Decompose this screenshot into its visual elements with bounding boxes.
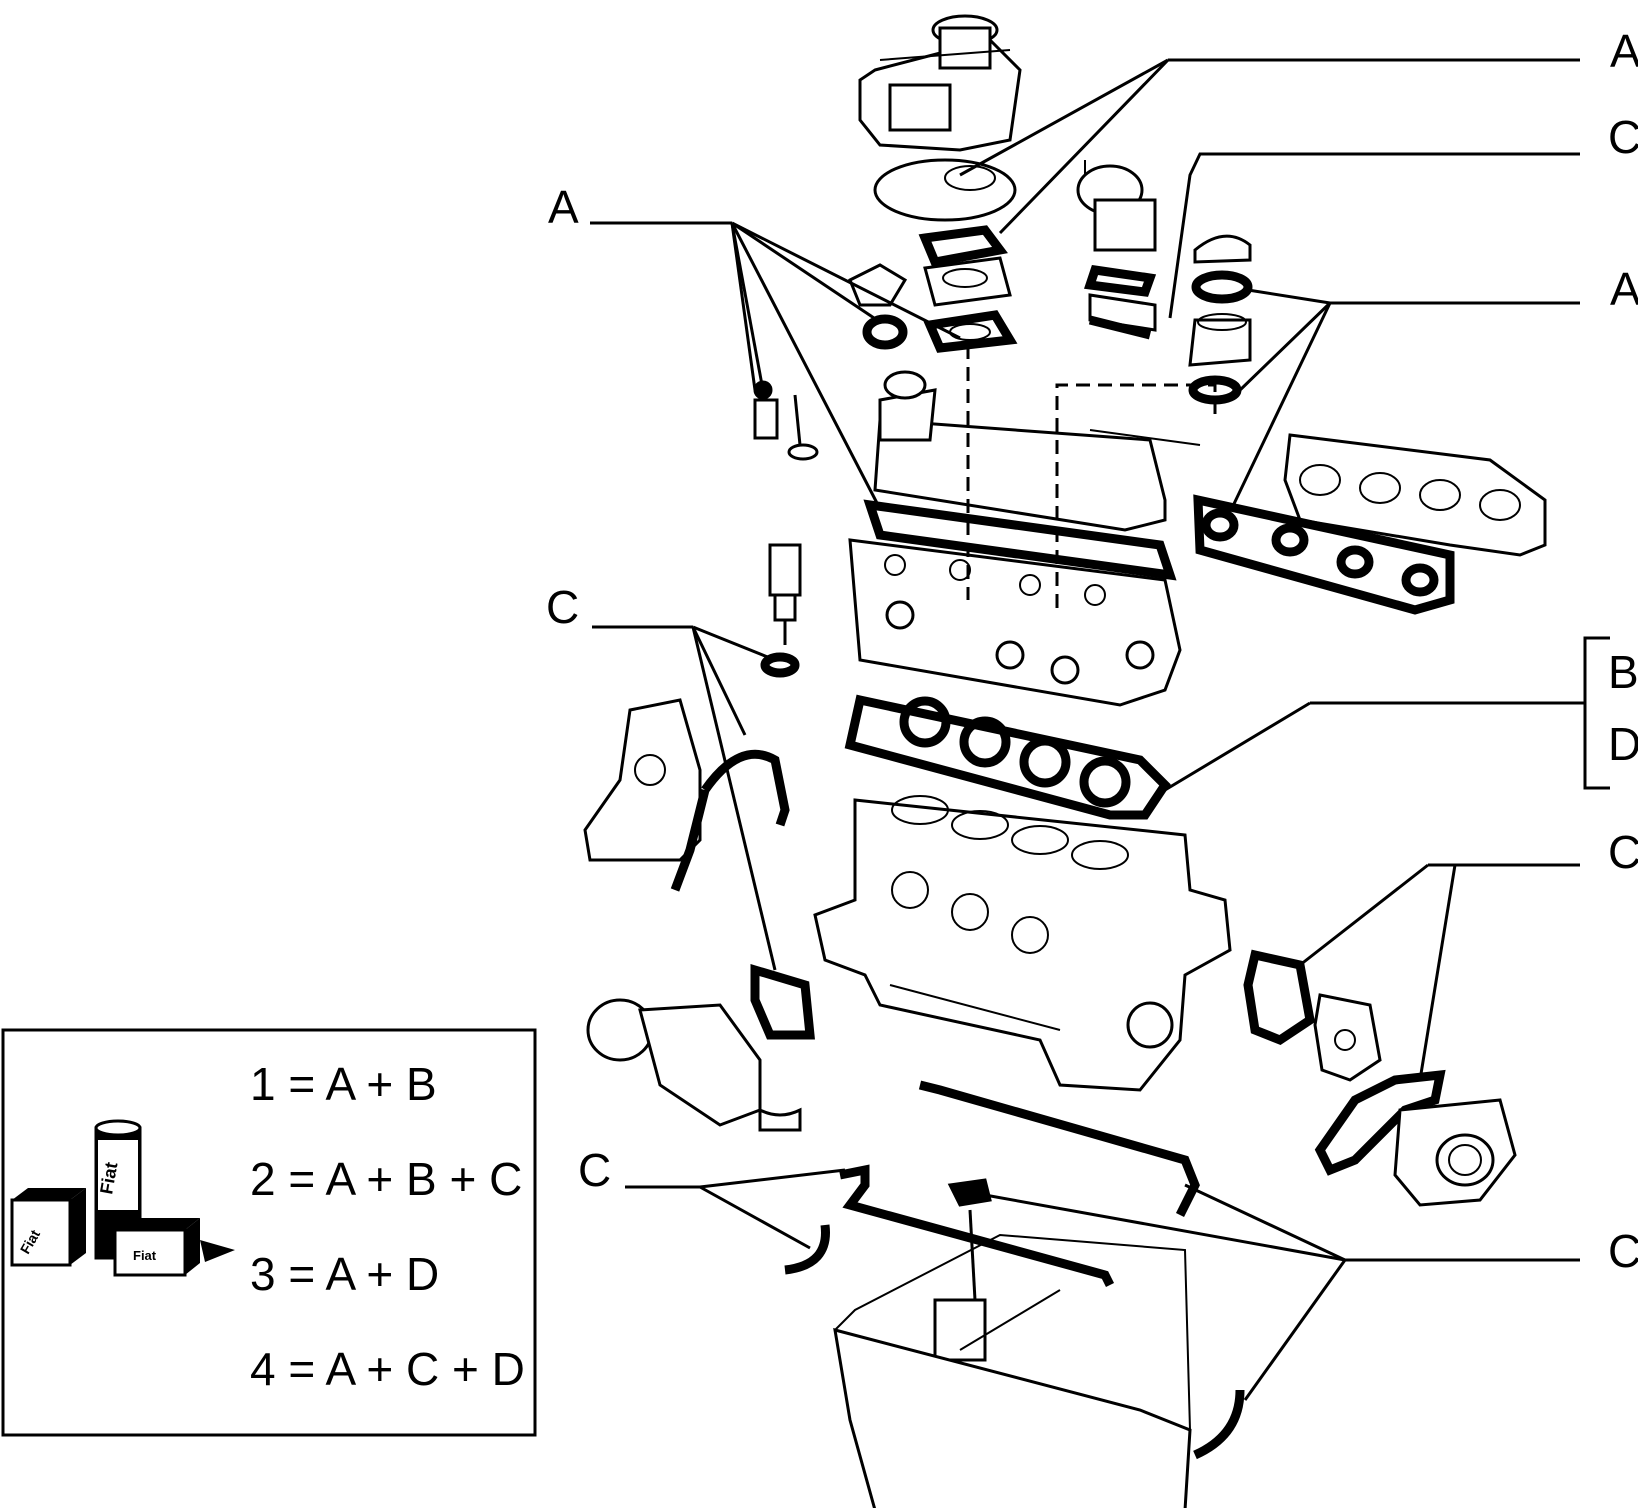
air-filter-gasket bbox=[873, 158, 1017, 222]
fiat-logo-box-right: Fiat bbox=[133, 1248, 157, 1263]
breather-seal-ring bbox=[862, 314, 908, 350]
callout-labels: A C A A C B D C C C bbox=[546, 25, 1638, 1277]
intake-spacer-gasket bbox=[923, 310, 1018, 353]
exhaust-manifold bbox=[1283, 433, 1547, 557]
carb-spacer-gasket bbox=[918, 225, 1008, 268]
callout-c-left-mid: C bbox=[546, 581, 579, 633]
timing-cover-gasket bbox=[670, 749, 790, 892]
callout-d-bracket: D bbox=[1608, 718, 1638, 770]
cylinder-head bbox=[848, 538, 1182, 707]
leader-lines bbox=[590, 58, 1610, 1401]
crank-seal-half-left bbox=[784, 1224, 830, 1275]
legend-box: Fiat Fiat Fiat 1 = A + B 2 = A + B + C 3… bbox=[1, 1028, 537, 1437]
callout-a-top-right: A bbox=[1610, 25, 1638, 77]
intake-spacer bbox=[923, 256, 1012, 307]
crank-seal-half-right bbox=[1193, 1389, 1245, 1460]
fuel-pump-gasket bbox=[1083, 265, 1157, 297]
callout-c-top-right: C bbox=[1608, 111, 1638, 163]
valve-cover-gasket bbox=[863, 499, 1177, 581]
oil-pan-gasket-left bbox=[839, 1164, 1115, 1288]
fuel-pump-spacer bbox=[1088, 293, 1157, 340]
oil-pan-gasket-right bbox=[918, 1080, 1200, 1218]
thermostat-gasket-upper bbox=[1191, 270, 1253, 304]
callout-b-bracket: B bbox=[1608, 646, 1638, 698]
rear-seal-housing bbox=[1393, 1098, 1517, 1207]
oil-pickup-gasket bbox=[947, 1178, 992, 1207]
legend-item-3: 3 = A + D bbox=[250, 1248, 439, 1300]
seal-housing-gasket bbox=[1314, 1069, 1446, 1176]
callout-c-right-mid: C bbox=[1608, 826, 1638, 878]
callout-a-left: A bbox=[548, 181, 579, 233]
valve-cover bbox=[873, 370, 1201, 532]
callout-a-right-mid: A bbox=[1610, 263, 1638, 315]
carburetor bbox=[858, 14, 1022, 152]
valve-stem-seal bbox=[753, 380, 779, 440]
legend-item-2: 2 = A + B + C bbox=[250, 1153, 522, 1205]
thermostat-cover bbox=[1193, 234, 1252, 264]
breather-housing bbox=[848, 263, 908, 307]
legend-item-4: 4 = A + C + D bbox=[250, 1343, 525, 1395]
fuel-pump bbox=[1076, 160, 1157, 252]
engine-block bbox=[813, 795, 1232, 1092]
rear-cover-plate bbox=[1313, 993, 1382, 1082]
sender-washer bbox=[760, 652, 800, 678]
water-pump bbox=[586, 998, 802, 1132]
oil-pan bbox=[833, 1233, 1192, 1508]
oil-pressure-sender bbox=[768, 543, 802, 645]
valve bbox=[787, 394, 819, 461]
legend-frame bbox=[1, 1028, 537, 1437]
exhaust-manifold-gasket bbox=[1193, 494, 1455, 615]
callout-c-left-low: C bbox=[578, 1144, 611, 1196]
legend-item-1: 1 = A + B bbox=[250, 1058, 437, 1110]
rear-cover-gasket bbox=[1243, 949, 1315, 1046]
thermostat-housing bbox=[1188, 313, 1252, 367]
alignment-dashes bbox=[966, 345, 1217, 608]
water-pump-gasket bbox=[750, 963, 815, 1040]
callout-c-right-low: C bbox=[1608, 1225, 1638, 1277]
timing-cover bbox=[583, 698, 702, 862]
head-gasket bbox=[844, 694, 1171, 820]
fiat-sealant-products-icon: Fiat Fiat Fiat bbox=[10, 1119, 235, 1277]
